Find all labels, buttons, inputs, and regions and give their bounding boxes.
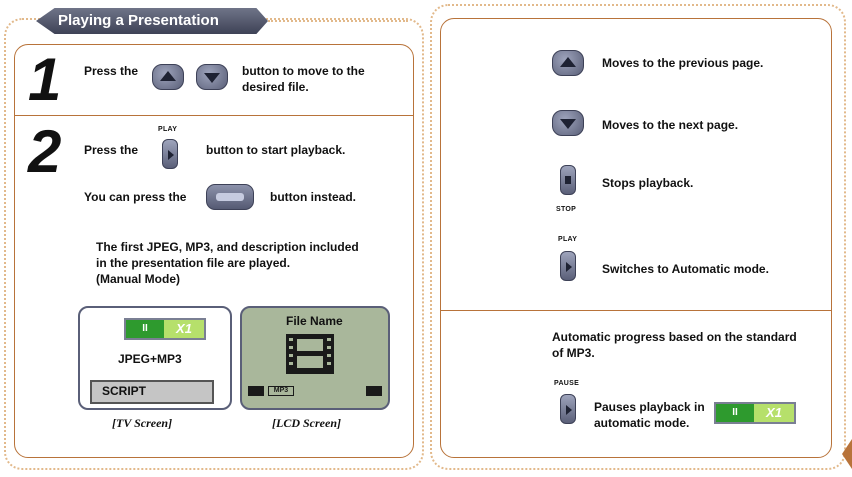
up-arrow-icon — [560, 57, 576, 67]
title-tab-line — [268, 20, 408, 22]
pause-button[interactable] — [560, 394, 576, 424]
step-1-text-line2: desired file. — [242, 80, 309, 94]
step-2-alt-before: You can press the — [84, 190, 187, 204]
pause-text-line2: automatic mode. — [594, 416, 690, 430]
step-1-text-before: Press the — [84, 64, 139, 78]
right-divider — [441, 310, 831, 311]
pause-text-line1: Pauses playback in — [594, 400, 705, 414]
auto-progress-line1: Automatic progress based on the standard — [552, 330, 797, 344]
previous-page-text: Moves to the previous page. — [602, 56, 764, 70]
previous-page-button[interactable] — [552, 50, 584, 76]
lcd-screen-caption: [LCD Screen] — [272, 416, 341, 430]
play-button[interactable] — [162, 139, 178, 169]
step-2-number: 2 — [28, 118, 62, 185]
play-icon — [566, 262, 572, 272]
play-mode-text: Switches to Automatic mode. — [602, 262, 769, 276]
auto-status-indicator: II X1 — [714, 402, 796, 424]
down-arrow-icon — [204, 73, 220, 83]
lcd-mp3-label: MP3 — [268, 386, 294, 396]
pause-indicator: II — [126, 320, 164, 338]
select-button[interactable] — [206, 184, 254, 210]
next-page-text: Moves to the next page. — [602, 118, 739, 132]
play-mode-label: PLAY — [558, 236, 578, 243]
up-arrow-icon — [160, 71, 176, 81]
step-1-number: 1 — [28, 46, 62, 113]
step-1-text-line1: button to move to the — [242, 64, 365, 78]
step-2-text-before: Press the — [84, 143, 139, 157]
play-icon — [168, 150, 174, 160]
tv-script-bar: SCRIPT — [90, 380, 214, 404]
step-2-desc-line2: in the presentation file are played. — [96, 256, 291, 270]
right-panel-outer — [430, 4, 846, 470]
step-2-alt-after: button instead. — [270, 190, 356, 204]
select-button-face — [216, 193, 244, 201]
tv-screen-caption: [TV Screen] — [112, 416, 173, 430]
right-panel — [440, 18, 832, 458]
step-2-text-after: button to start playback. — [206, 143, 346, 157]
pause-button-label: PAUSE — [554, 380, 580, 387]
play-button-label: PLAY — [158, 126, 178, 133]
speed-indicator: X1 — [164, 320, 204, 338]
section-title: Playing a Presentation — [36, 8, 268, 34]
pause-play-icon — [566, 405, 572, 415]
down-button[interactable] — [196, 64, 228, 90]
step-2-desc-line3: (Manual Mode) — [96, 272, 180, 286]
up-button[interactable] — [152, 64, 184, 90]
pause-indicator: II — [716, 404, 754, 422]
step-2-desc-line1: The first JPEG, MP3, and description inc… — [96, 240, 359, 254]
stop-text: Stops playback. — [602, 176, 694, 190]
left-divider — [15, 115, 413, 116]
tv-media-label: JPEG+MP3 — [118, 352, 182, 366]
lcd-counter-block — [366, 386, 382, 396]
stop-button-label: STOP — [556, 206, 577, 213]
tv-status-indicator: II X1 — [124, 318, 206, 340]
stop-icon — [565, 176, 571, 184]
play-mode-button[interactable] — [560, 251, 576, 281]
down-arrow-icon — [560, 119, 576, 129]
stop-button[interactable] — [560, 165, 576, 195]
speed-indicator: X1 — [754, 404, 794, 422]
next-page-button[interactable] — [552, 110, 584, 136]
lcd-file-name: File Name — [286, 314, 343, 328]
filmstrip-icon — [286, 334, 334, 374]
lcd-volume-block — [248, 386, 264, 396]
page-corner-marker — [842, 439, 852, 469]
auto-progress-line2: of MP3. — [552, 346, 595, 360]
